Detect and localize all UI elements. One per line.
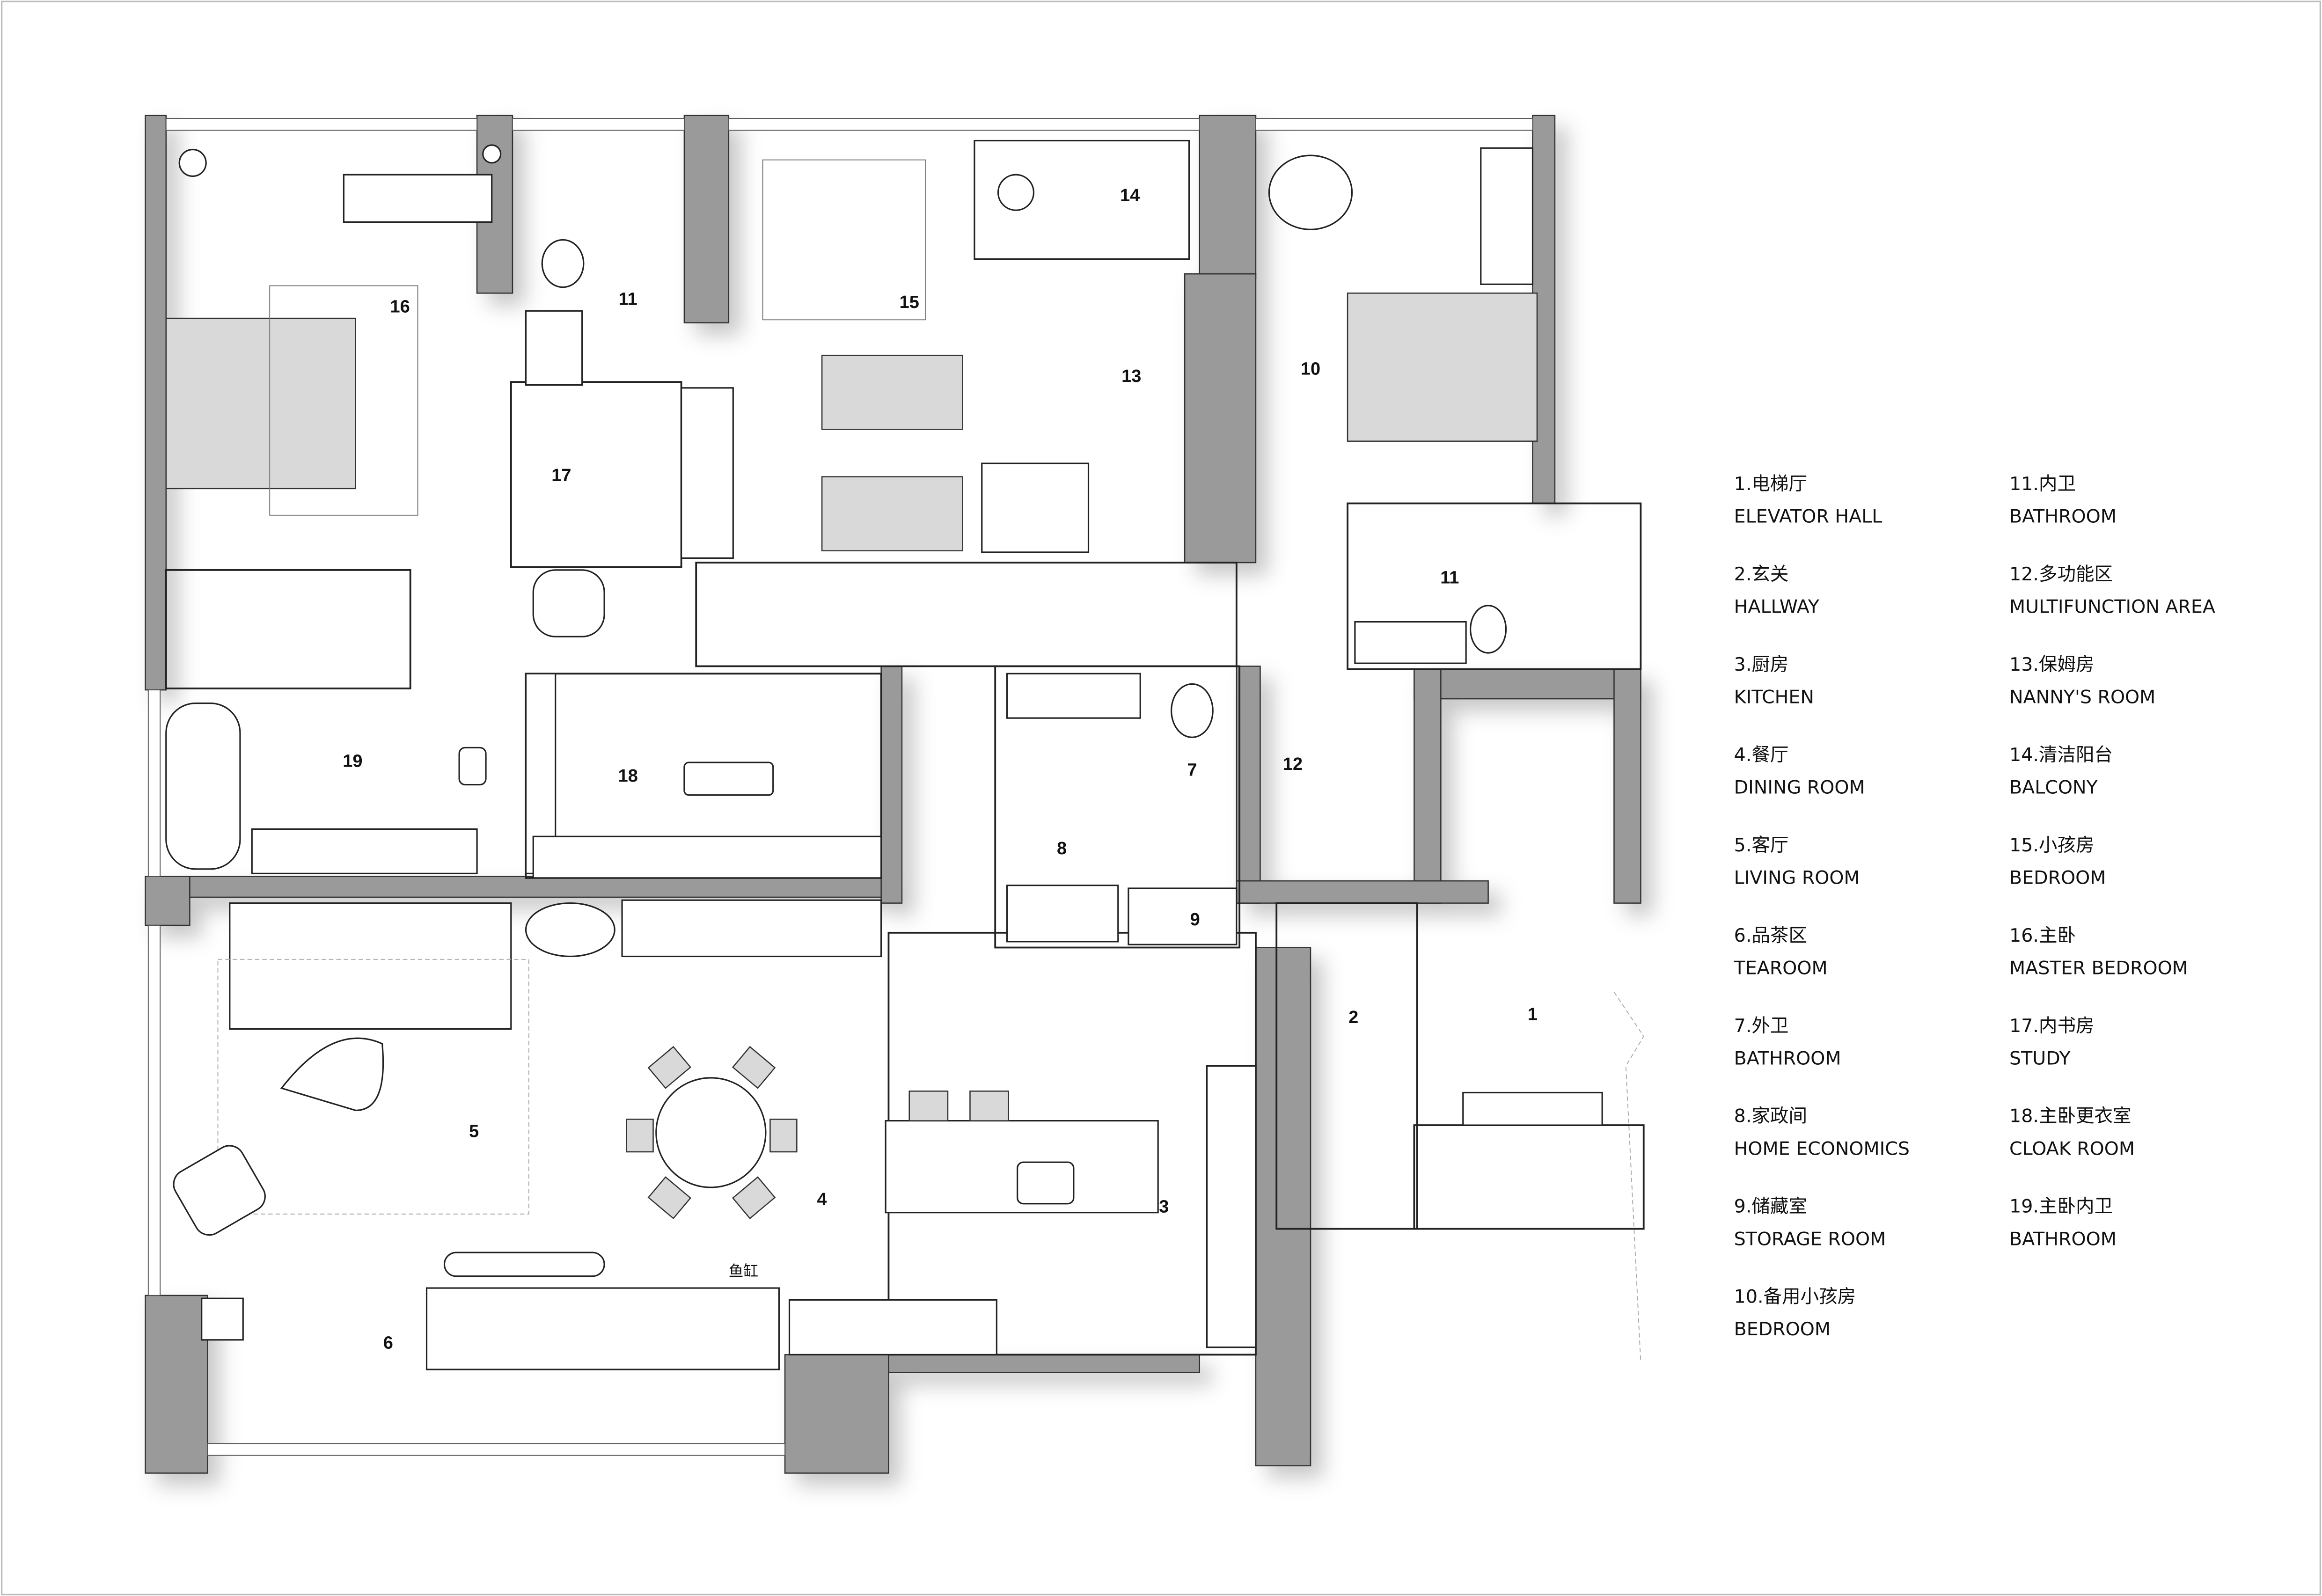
aquarium-note: 鱼缸 bbox=[729, 1263, 758, 1280]
legend-cn: 16.主卧 bbox=[2009, 925, 2076, 946]
legend-cn: 10.备用小孩房 bbox=[1734, 1286, 1856, 1308]
legend-cn: 7.外卫 bbox=[1734, 1015, 1789, 1037]
legend-en: NANNY'S ROOM bbox=[2009, 687, 2155, 708]
legend-en: MULTIFUNCTION AREA bbox=[2009, 596, 2215, 618]
legend-en: MASTER BEDROOM bbox=[2009, 957, 2188, 979]
legend-cn: 18.主卧更衣室 bbox=[2009, 1105, 2132, 1127]
legend-en: HOME ECONOMICS bbox=[1734, 1138, 1910, 1159]
legend-en: LIVING ROOM bbox=[1734, 867, 1860, 888]
legend-column-2: 11.内卫 BATHROOM 12.多功能区 MULTIFUNCTION ARE… bbox=[2009, 473, 2215, 1250]
aquarium bbox=[443, 1252, 605, 1277]
room-19-label: 19 bbox=[343, 752, 362, 771]
legend-en: KITCHEN bbox=[1734, 687, 1814, 708]
legend-cn: 11.内卫 bbox=[2009, 473, 2076, 495]
legend-cn: 2.玄关 bbox=[1734, 564, 1789, 585]
legend-cn: 5.客厅 bbox=[1734, 835, 1789, 856]
legend-column-1: 1.电梯厅 ELEVATOR HALL 2.玄关 HALLWAY 3.厨房 KI… bbox=[1734, 473, 1910, 1340]
legend-en: ELEVATOR HALL bbox=[1734, 506, 1883, 527]
legend-cn: 15.小孩房 bbox=[2009, 835, 2094, 856]
room-17-label: 17 bbox=[551, 466, 571, 485]
legend-en: TEAROOM bbox=[1734, 957, 1828, 979]
tea-table bbox=[425, 1287, 780, 1370]
legend-en: BALCONY bbox=[2009, 777, 2098, 798]
sofa bbox=[229, 902, 512, 1030]
room-9-label: 9 bbox=[1190, 910, 1200, 930]
bathtub bbox=[165, 702, 241, 870]
windows bbox=[147, 118, 1533, 1456]
room-3-label: 3 bbox=[1159, 1197, 1169, 1217]
legend-en: BATHROOM bbox=[2009, 1228, 2117, 1250]
room-11-label: 11 bbox=[619, 290, 637, 309]
room-10-label: 10 bbox=[1301, 359, 1320, 379]
room-7-label: 7 bbox=[1187, 761, 1197, 780]
room-15-label: 15 bbox=[900, 293, 919, 312]
room-12-label: 12 bbox=[1283, 754, 1303, 774]
room-2-label: 2 bbox=[1348, 1008, 1358, 1027]
room-4-label: 4 bbox=[817, 1190, 827, 1209]
furniture bbox=[165, 139, 1603, 1370]
room-11b-label: 11 bbox=[1440, 568, 1459, 587]
legend-en: BEDROOM bbox=[1734, 1318, 1831, 1340]
legend-cn: 12.多功能区 bbox=[2009, 564, 2113, 585]
room-numbers: 1 2 3 4 5 6 7 8 9 10 11 11 12 13 14 15 1… bbox=[343, 186, 1538, 1353]
room-8-label: 8 bbox=[1057, 839, 1067, 858]
legend-en: CLOAK ROOM bbox=[2009, 1138, 2135, 1159]
walls bbox=[145, 115, 1641, 1474]
legend-en: DINING ROOM bbox=[1734, 777, 1865, 798]
legend-cn: 6.品茶区 bbox=[1734, 925, 1807, 946]
legend-cn: 8.家政间 bbox=[1734, 1105, 1807, 1127]
legend-cn: 17.内书房 bbox=[2009, 1015, 2094, 1037]
bed-10 bbox=[1347, 293, 1538, 442]
legend-cn: 4.餐厅 bbox=[1734, 744, 1789, 766]
dining-table bbox=[655, 1077, 767, 1188]
room-1-label: 1 bbox=[1528, 1004, 1538, 1024]
legend-en: BATHROOM bbox=[2009, 506, 2117, 527]
master-bed bbox=[165, 317, 356, 490]
legend-en: BEDROOM bbox=[2009, 867, 2106, 888]
room-16-label: 16 bbox=[390, 297, 410, 316]
legend-cn: 13.保姆房 bbox=[2009, 654, 2094, 675]
legend: 1.电梯厅 ELEVATOR HALL 2.玄关 HALLWAY 3.厨房 KI… bbox=[1734, 473, 2215, 1340]
legend-en: STORAGE ROOM bbox=[1734, 1228, 1886, 1250]
room-18-label: 18 bbox=[618, 766, 638, 786]
legend-en: HALLWAY bbox=[1734, 596, 1820, 618]
room-5-label: 5 bbox=[469, 1121, 479, 1141]
room-14-label: 14 bbox=[1120, 186, 1140, 205]
coffee-table bbox=[280, 1037, 384, 1112]
legend-cn: 19.主卧内卫 bbox=[2009, 1196, 2113, 1217]
legend-cn: 9.储藏室 bbox=[1734, 1196, 1807, 1217]
legend-en: STUDY bbox=[2009, 1047, 2071, 1069]
room-13-label: 13 bbox=[1121, 366, 1141, 386]
legend-cn: 3.厨房 bbox=[1734, 654, 1789, 675]
legend-cn: 14.清洁阳台 bbox=[2009, 744, 2113, 766]
room-6-label: 6 bbox=[383, 1333, 393, 1353]
legend-en: BATHROOM bbox=[1734, 1047, 1841, 1069]
legend-cn: 1.电梯厅 bbox=[1734, 473, 1807, 495]
